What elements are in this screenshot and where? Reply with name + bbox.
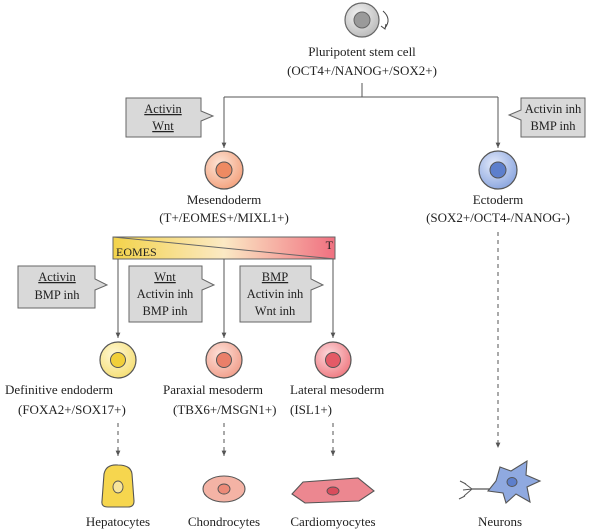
signal-wnt: Wnt	[152, 119, 174, 133]
signal-paraxial-bmp-inh: BMP inh	[142, 304, 188, 318]
paraxial-cell	[205, 341, 243, 379]
endoderm-markers: (FOXA2+/SOX17+)	[18, 402, 126, 417]
gradient-eomes-label: EOMES	[116, 245, 157, 259]
paraxial-name: Paraxial mesoderm	[163, 382, 263, 397]
cardiomyocyte-icon	[291, 477, 375, 504]
mesendoderm-markers: (T+/EOMES+/MIXL1+)	[159, 210, 289, 225]
hepatocyte-icon	[101, 464, 135, 508]
signal-activin-inh: Activin inh	[525, 102, 582, 116]
eomes-t-gradient: EOMES T	[112, 236, 336, 260]
signal-callout-lateral: BMP Activin inh Wnt inh	[239, 265, 325, 323]
signal-callout-paraxial: Wnt Activin inh BMP inh	[128, 265, 216, 323]
paraxial-markers: (TBX6+/MSGN1+)	[173, 402, 277, 417]
signal-paraxial-activin-inh: Activin inh	[137, 287, 194, 301]
ectoderm-markers: (SOX2+/OCT4-/NANOG-)	[426, 210, 570, 225]
stem-cell-markers: (OCT4+/NANOG+/SOX2+)	[287, 63, 437, 78]
neuron-icon	[458, 459, 542, 504]
terminal-arrows	[115, 423, 336, 456]
signal-endoderm-bmp-inh: BMP inh	[34, 288, 80, 302]
mesendoderm-cell	[204, 150, 244, 190]
cardiomyocytes-label: Cardiomyocytes	[290, 514, 375, 529]
lineage-arrows	[115, 259, 336, 338]
neurons-label: Neurons	[478, 514, 522, 529]
signal-callout-endoderm: Activin BMP inh	[17, 265, 109, 309]
signal-lateral-activin-inh: Activin inh	[247, 287, 304, 301]
lateral-cell	[314, 341, 352, 379]
endoderm-cell	[99, 341, 137, 379]
signal-lateral-bmp: BMP	[262, 270, 288, 284]
stem-cell	[344, 2, 389, 38]
ectoderm-name: Ectoderm	[473, 192, 524, 207]
lateral-markers: (ISL1+)	[290, 402, 332, 417]
endoderm-name: Definitive endoderm	[5, 382, 113, 397]
hepatocytes-label: Hepatocytes	[86, 514, 150, 529]
signal-callout-mesendoderm: Activin Wnt	[125, 97, 215, 138]
chondrocyte-icon	[202, 475, 246, 503]
signal-lateral-wnt-inh: Wnt inh	[255, 304, 296, 318]
ectoderm-cell	[478, 150, 518, 190]
mesendoderm-name: Mesendoderm	[187, 192, 261, 207]
chondrocytes-label: Chondrocytes	[188, 514, 260, 529]
branch-connector	[221, 83, 501, 148]
signal-callout-ectoderm: Activin inh BMP inh	[507, 97, 586, 138]
signal-paraxial-wnt: Wnt	[154, 270, 176, 284]
signal-bmp-inh: BMP inh	[530, 119, 576, 133]
signal-endoderm-activin: Activin	[38, 270, 76, 284]
gradient-t-label: T	[326, 238, 334, 252]
signal-activin: Activin	[144, 102, 182, 116]
lateral-name: Lateral mesoderm	[290, 382, 384, 397]
stem-cell-name: Pluripotent stem cell	[308, 44, 416, 59]
